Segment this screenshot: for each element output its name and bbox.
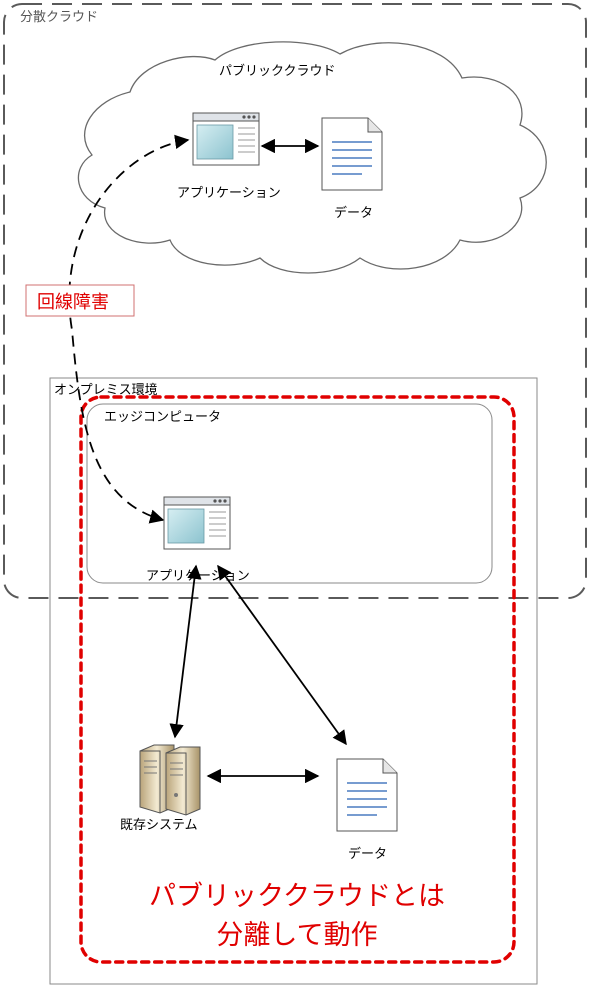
failed-line-link: [68, 134, 190, 524]
isolation-region: [79, 395, 516, 964]
line-failure-box: [25, 284, 135, 317]
cloud-data-label: データ: [334, 205, 373, 221]
public-cloud-shape: [77, 41, 547, 274]
onprem-data-label: データ: [348, 846, 387, 862]
edge-app-label: アプリケーション: [146, 569, 250, 584]
edge-app-legacy-link: [169, 564, 202, 739]
legacy-system-label: 既存システム: [120, 818, 198, 833]
on-premises-region: [49, 377, 538, 985]
cloud-app-window-icon: [192, 112, 260, 166]
isolated-operation-line1: パブリッククラウドとは: [149, 881, 445, 912]
edge-app-data-link: [217, 564, 347, 746]
distributed-cloud-region: [3, 3, 587, 599]
distributed-cloud-label: 分散クラウド: [20, 10, 98, 25]
isolated-operation-line2: 分離して動作: [216, 920, 377, 951]
cloud-app-label: アプリケーション: [177, 186, 281, 201]
legacy-server-icon: [139, 744, 201, 816]
cloud-data-document-icon: [321, 117, 383, 191]
line-failure-label: 回線障害: [37, 292, 109, 313]
edge-computer-label: エッジコンピュータ: [104, 410, 221, 425]
onprem-data-document-icon: [336, 758, 398, 832]
public-cloud-label: パブリッククラウド: [219, 63, 335, 79]
edge-computer-region: [86, 403, 493, 584]
edge-app-window-icon: [163, 496, 231, 550]
